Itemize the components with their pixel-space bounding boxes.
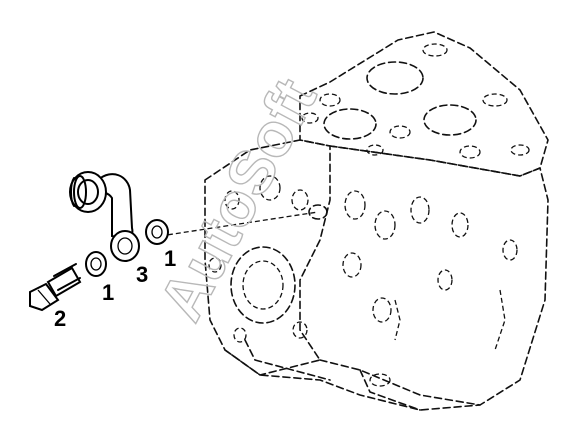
oil-pipe	[69, 171, 140, 262]
washer-left	[85, 251, 107, 277]
banjo-bolt	[29, 263, 82, 312]
callout-bolt: 2	[54, 306, 66, 331]
washer-right	[145, 219, 169, 245]
watermark-text: AutoSoft	[146, 68, 330, 331]
engine-block	[204, 31, 549, 411]
callout-labels: 1 2 3 1	[54, 246, 176, 331]
callout-washer-left: 1	[102, 280, 114, 305]
callout-washer-right: 1	[164, 246, 176, 271]
assembly-line	[159, 211, 319, 237]
callout-pipe: 3	[136, 262, 148, 287]
